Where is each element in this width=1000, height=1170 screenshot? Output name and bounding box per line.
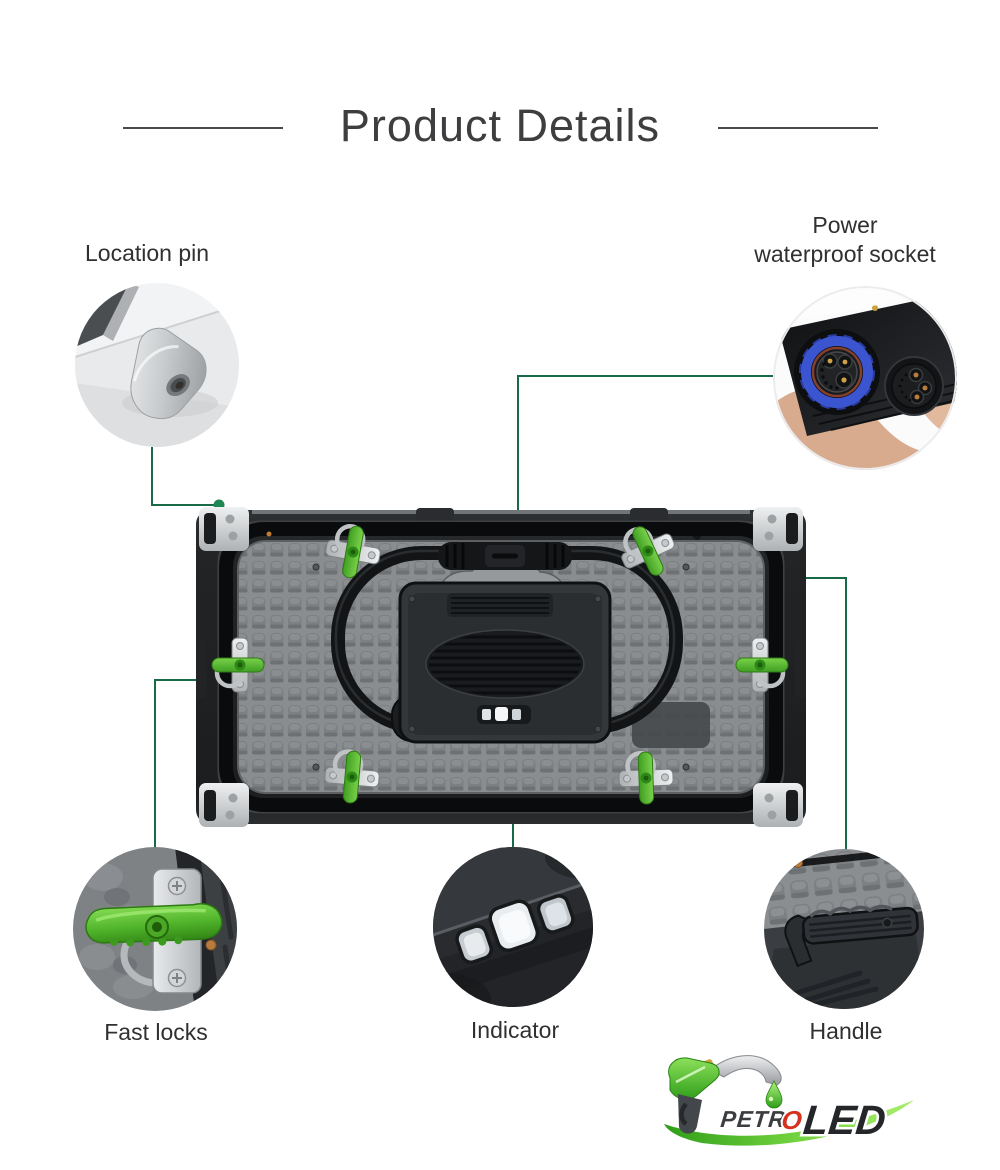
power-socket-inset [773, 286, 957, 470]
leader-line-location-pin [151, 447, 219, 506]
fast-locks-group [211, 524, 789, 805]
location-pin-photo [75, 283, 239, 447]
fast-lock-mid-right [735, 637, 789, 693]
indicator-inset [433, 847, 593, 1007]
handle-photo [764, 849, 924, 1009]
fast-lock-top-right [621, 526, 675, 576]
fast-lock-bottom-right [618, 750, 674, 805]
label-fast-locks: Fast locks [104, 1019, 208, 1045]
label-power-waterproof-socket: Power waterproof socket [700, 211, 990, 269]
location-pin-metal-cone [130, 327, 207, 420]
logo-swoosh [664, 1100, 914, 1146]
title-rule-right [718, 127, 878, 129]
handle-bar [784, 904, 919, 968]
petroled-logo: PETR O LED [656, 1050, 924, 1158]
location-pin-inset [75, 283, 239, 447]
page-title: Product Details [339, 100, 661, 151]
label-patch [632, 702, 710, 748]
cable-inline-connector [438, 542, 572, 570]
fast-lock-mid-left [211, 637, 265, 693]
handle-inset [764, 849, 924, 1009]
black-round-connector [884, 356, 944, 416]
fuel-nozzle-icon [668, 1055, 783, 1134]
corner-pockets [199, 507, 803, 827]
power-module [398, 581, 612, 744]
logo-text-o: O [780, 1105, 803, 1135]
led-panel-rear-photo [196, 507, 806, 827]
logo-text-petr: PETR [719, 1106, 787, 1132]
power-waterproof-socket-photo [773, 286, 957, 470]
logo-text-led: LED [801, 1097, 888, 1143]
indicator-photo [433, 847, 593, 1007]
indicator-buttons [455, 894, 575, 964]
fast-lock-top-left [325, 524, 381, 579]
fast-lock-bottom-left [324, 749, 380, 804]
label-location-pin: Location pin [85, 240, 210, 266]
label-handle: Handle [809, 1018, 883, 1044]
label-power-line1: Power [812, 212, 878, 238]
blue-aviation-connector [794, 329, 880, 415]
title-rule-left [123, 127, 283, 129]
fast-locks-photo [73, 847, 237, 1011]
label-power-line2: waterproof socket [754, 241, 936, 267]
green-lock-handle [85, 903, 223, 947]
label-indicator: Indicator [470, 1017, 560, 1043]
fast-locks-inset [73, 847, 237, 1011]
